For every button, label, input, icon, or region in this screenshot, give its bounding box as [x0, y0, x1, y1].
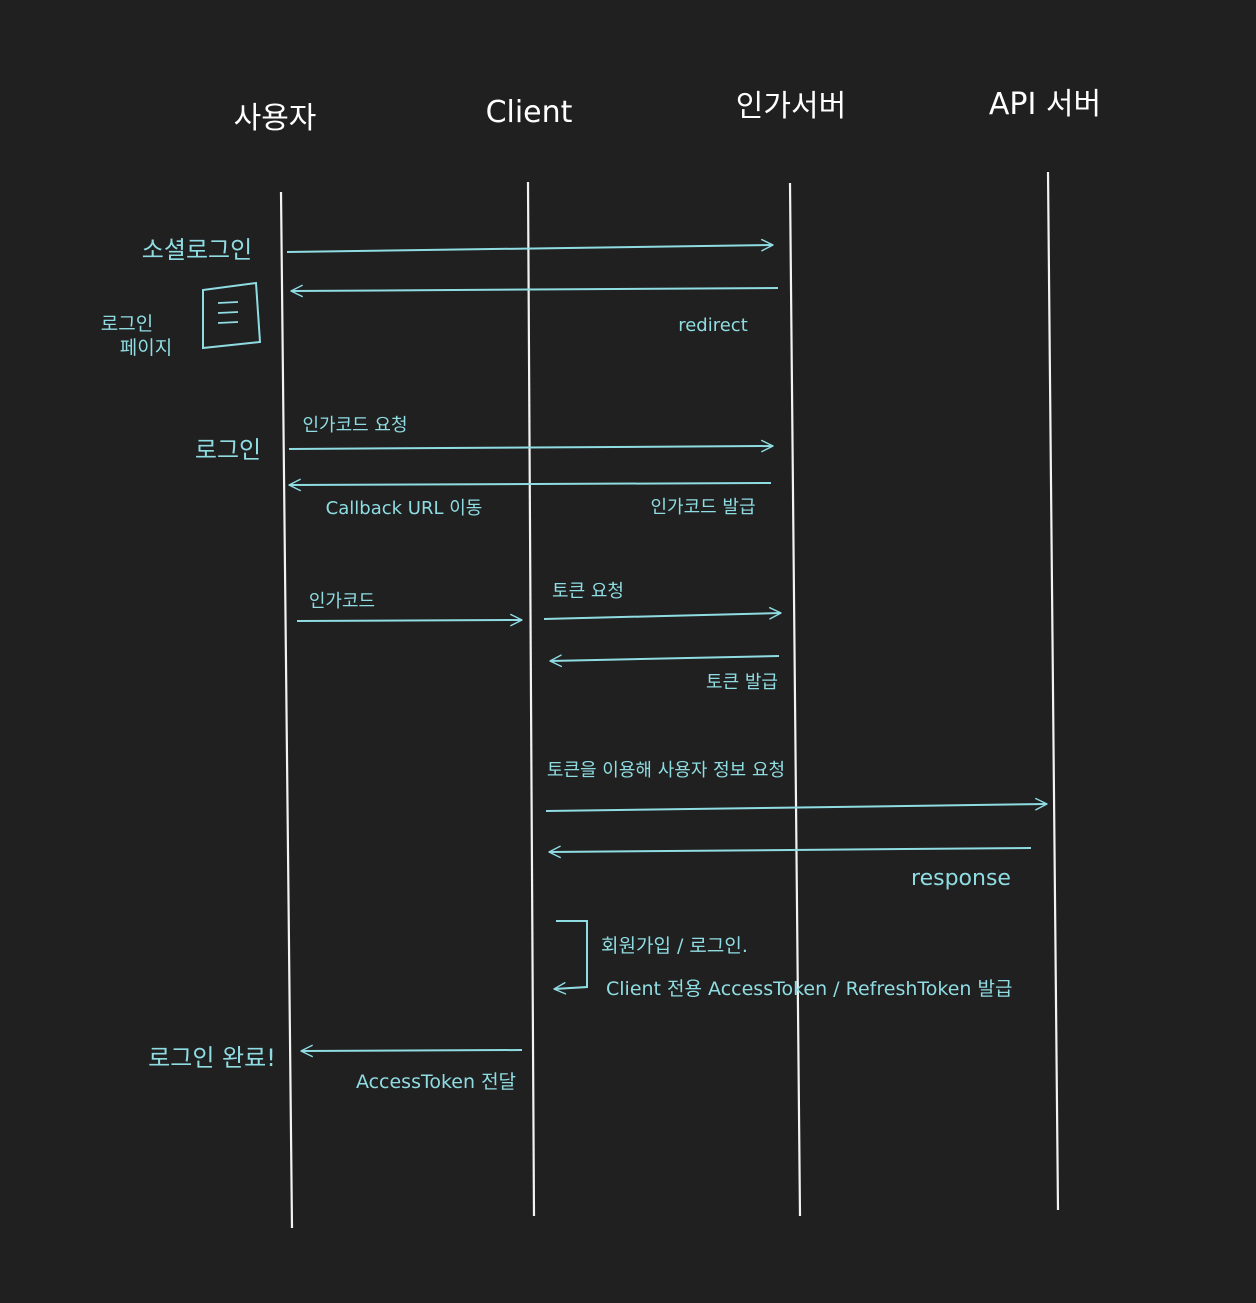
arrow-response: [548, 845, 1032, 859]
label-auth-code-issue: 인가코드 발급: [650, 497, 755, 518]
label-callback-url: Callback URL 이동: [326, 498, 483, 519]
document-icon: [202, 281, 262, 350]
label-client-tokens: Client 전용 AccessToken / RefreshToken 발급: [606, 978, 1012, 1000]
label-login-done: 로그인 완료!: [148, 1044, 276, 1072]
arrow-social-login: [286, 238, 774, 253]
lifeline-client: [526, 181, 536, 1217]
label-login: 로그인: [195, 436, 261, 464]
lifeline-api-server: [1046, 171, 1060, 1211]
label-auth-code-request: 인가코드 요청: [302, 415, 407, 436]
arrow-token-request: [543, 606, 782, 620]
arrow-token-issue: [549, 654, 780, 668]
participant-client: Client: [486, 95, 573, 130]
participant-user: 사용자: [234, 101, 317, 136]
label-access-token-deliver: AccessToken 전달: [356, 1071, 516, 1093]
lifeline-auth-server: [788, 182, 802, 1217]
participant-api-server: API 서버: [989, 87, 1101, 122]
participant-auth-server: 인가서버: [736, 89, 846, 124]
label-login-page: 로그인 페이지: [101, 313, 172, 359]
arrow-auth-code-request: [288, 439, 774, 453]
arrow-userinfo-request: [545, 797, 1048, 812]
arrow-redirect: [290, 284, 779, 298]
label-redirect: redirect: [678, 315, 748, 336]
label-social-login: 소셜로그인: [142, 236, 252, 264]
arrow-access-token: [300, 1044, 523, 1058]
lifeline-user: [279, 191, 294, 1229]
label-token-request: 토큰 요청: [552, 581, 624, 602]
label-response: response: [911, 866, 1011, 891]
arrow-callback: [288, 478, 772, 492]
label-token-issue: 토큰 발급: [706, 672, 778, 693]
arrow-auth-code: [296, 613, 523, 627]
arrow-self-call: [553, 920, 588, 995]
label-signup-login: 회원가입 / 로그인.: [601, 935, 748, 957]
label-auth-code: 인가코드: [309, 591, 375, 612]
label-userinfo-request: 토큰을 이용해 사용자 정보 요청: [547, 760, 785, 781]
